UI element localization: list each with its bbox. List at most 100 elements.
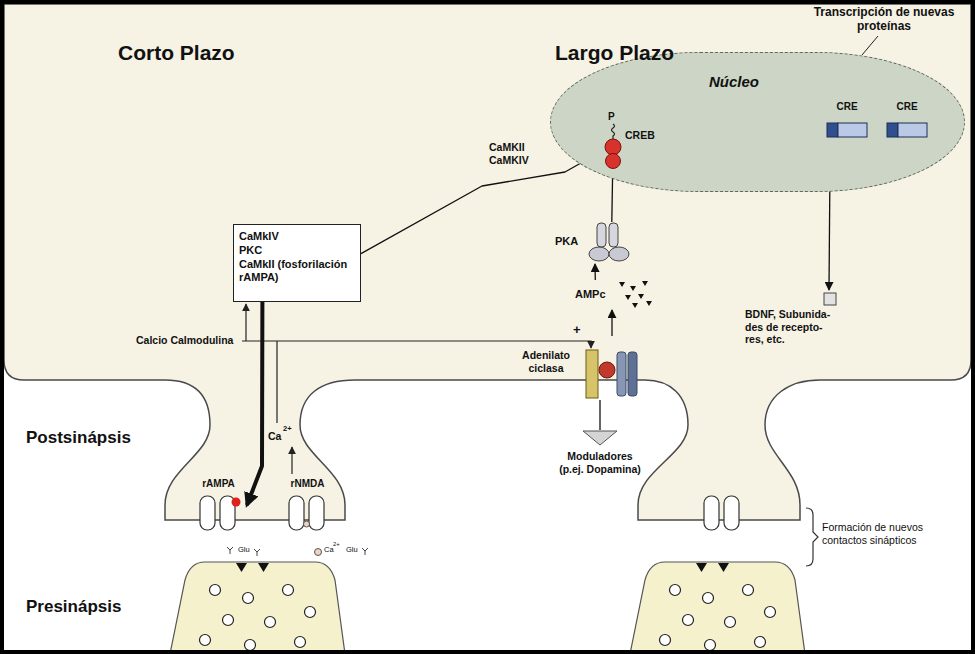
cre-element-shape-part-part (838, 123, 867, 137)
protein-product-shape-part-part (824, 293, 836, 305)
node-text: Moduladores (p.ej. Dopamina) (556, 450, 644, 475)
synaptic-vesicle-part (755, 637, 766, 648)
camp-molecules-shape-part-part-part (646, 301, 652, 306)
connector-arrow (594, 264, 596, 280)
presynaptic-terminal-part (630, 562, 805, 654)
nmda-receptor-shape-part-part (304, 521, 310, 527)
ion-charge: 2+ (283, 424, 292, 433)
nmda-receptor-shape-part-part (309, 496, 324, 530)
camp-molecules-shape-part-part-part (619, 282, 625, 287)
leader-line (862, 36, 878, 55)
synaptic-vesicle-part (200, 635, 211, 646)
region-label: Postsinápsis (26, 428, 131, 448)
ampa-receptor-shape (196, 494, 241, 532)
active-zone-part (718, 563, 729, 572)
creb-protein: PCREB (599, 111, 671, 169)
synaptic-vesicle-part (703, 593, 714, 604)
synaptic-vesicle-part (683, 615, 694, 626)
synaptic-vesicle-part (743, 585, 754, 596)
synaptic-vesicle-part (295, 637, 306, 648)
glutamate-molecule-part (227, 547, 233, 554)
postsynaptic-neuron (4, 4, 971, 520)
camp-molecules-shape-part-part (619, 281, 652, 308)
pathway-label: Calcio Calmodulina (136, 334, 233, 347)
synaptic-vesicle-part (265, 617, 276, 628)
connector-arrow (599, 400, 600, 430)
glutamate-molecule-part (362, 548, 368, 555)
protein-product-shape (823, 292, 837, 306)
node-text: BDNF, Subunida- des de recepto- res, etc… (745, 308, 841, 346)
nmda-receptor-shape-part-part (289, 496, 304, 530)
cre-element-shape-part-part (887, 123, 898, 137)
pka-enzyme-shape-part-part (609, 223, 618, 247)
signal-line-part (245, 304, 246, 341)
cre-element-shape-part-part (898, 123, 927, 137)
synaptic-vesicle (200, 585, 776, 651)
connector-arrow (611, 310, 612, 336)
camp-molecules-shape-part-part-part (638, 294, 644, 299)
synaptic-vesicle-part (210, 585, 221, 596)
node-text: P (608, 111, 615, 123)
ampa-receptor-shape-part-part (200, 496, 215, 530)
bracket-note: Formación de nuevos contactos sinápticos (822, 521, 932, 546)
modulator-receptor-shape-part (582, 430, 618, 446)
ion-label: Ca (324, 545, 334, 554)
protein-product: BDNF, Subunida- des de recepto- res, etc… (745, 290, 860, 348)
ion-charge: 2+ (333, 541, 340, 548)
camp-molecules-shape-part-part-part (632, 303, 638, 308)
calcium-ion (315, 549, 322, 556)
glutamate-molecule-part (254, 549, 260, 556)
cre-element: CRE (823, 101, 871, 139)
molecule-label: Glu (346, 545, 358, 554)
nucleus-oval: NúcleoPCREBCRECRE (550, 52, 965, 192)
region-label: Presinápsis (26, 597, 121, 617)
adenylate-cyclase-shape-part (584, 348, 640, 400)
edge-label: CaMKII CaMKIV (488, 140, 538, 167)
nmda-receptor-shape (285, 494, 330, 532)
node-text: AMPc (575, 288, 606, 301)
synaptic-vesicle-part (705, 640, 716, 651)
node-text: CaMkII (fosforilación rAMPA) (239, 258, 355, 286)
creb-protein-shape-part-part (605, 139, 621, 155)
adenylate-cyclase-shape-part-part (628, 352, 637, 396)
pka-enzyme-shape-part (587, 222, 633, 264)
synaptic-vesicle-part (223, 615, 234, 626)
active-zone-part (258, 563, 269, 572)
node-text: rAMPA (190, 478, 247, 490)
synaptic-vesicle-part (243, 593, 254, 604)
node-text: rNMDA (279, 478, 336, 490)
receptor-channel-part (724, 496, 739, 530)
presynaptic-terminal-part (170, 562, 345, 654)
node-text: PKC (239, 244, 355, 258)
adenylate-cyclase-shape-part-part (586, 350, 598, 398)
kinase-box: CaMkIVPKCCaMkII (fosforilación rAMPA) (233, 224, 361, 302)
ampa-receptor-shape-part (196, 494, 241, 532)
connector-arrow (361, 153, 599, 254)
active-zone (236, 563, 729, 572)
protein-product-shape-part (823, 292, 837, 306)
node-text: CaMkIV (239, 230, 355, 244)
camp-molecules-shape-part (613, 280, 653, 310)
pka-enzyme: PKA (555, 222, 635, 264)
pka-enzyme-shape (587, 222, 633, 264)
synaptic-vesicle-part (670, 585, 681, 596)
synaptic-vesicle-part (305, 607, 316, 618)
cre-element-shape-part-part (827, 123, 838, 137)
camp-molecules: AMPc (575, 280, 653, 310)
nmda-receptor: rNMDA (279, 478, 336, 532)
synaptic-vesicle-part (765, 607, 776, 618)
ampa-receptor-shape-part-part (232, 498, 241, 507)
signal-line-part (276, 341, 277, 423)
camp-molecules-shape-part-part-part (630, 286, 636, 291)
node-text: PKA (555, 235, 578, 248)
nmda-receptor-shape-part (285, 494, 330, 532)
creb-protein-shape-part-part (606, 154, 621, 169)
ion-label: Ca (268, 430, 281, 443)
adenylate-cyclase-shape (584, 348, 640, 400)
callout-note: Transcripción de nuevas proteínas (800, 5, 968, 34)
plus-sign: + (573, 322, 581, 338)
active-zone-part (236, 563, 247, 572)
